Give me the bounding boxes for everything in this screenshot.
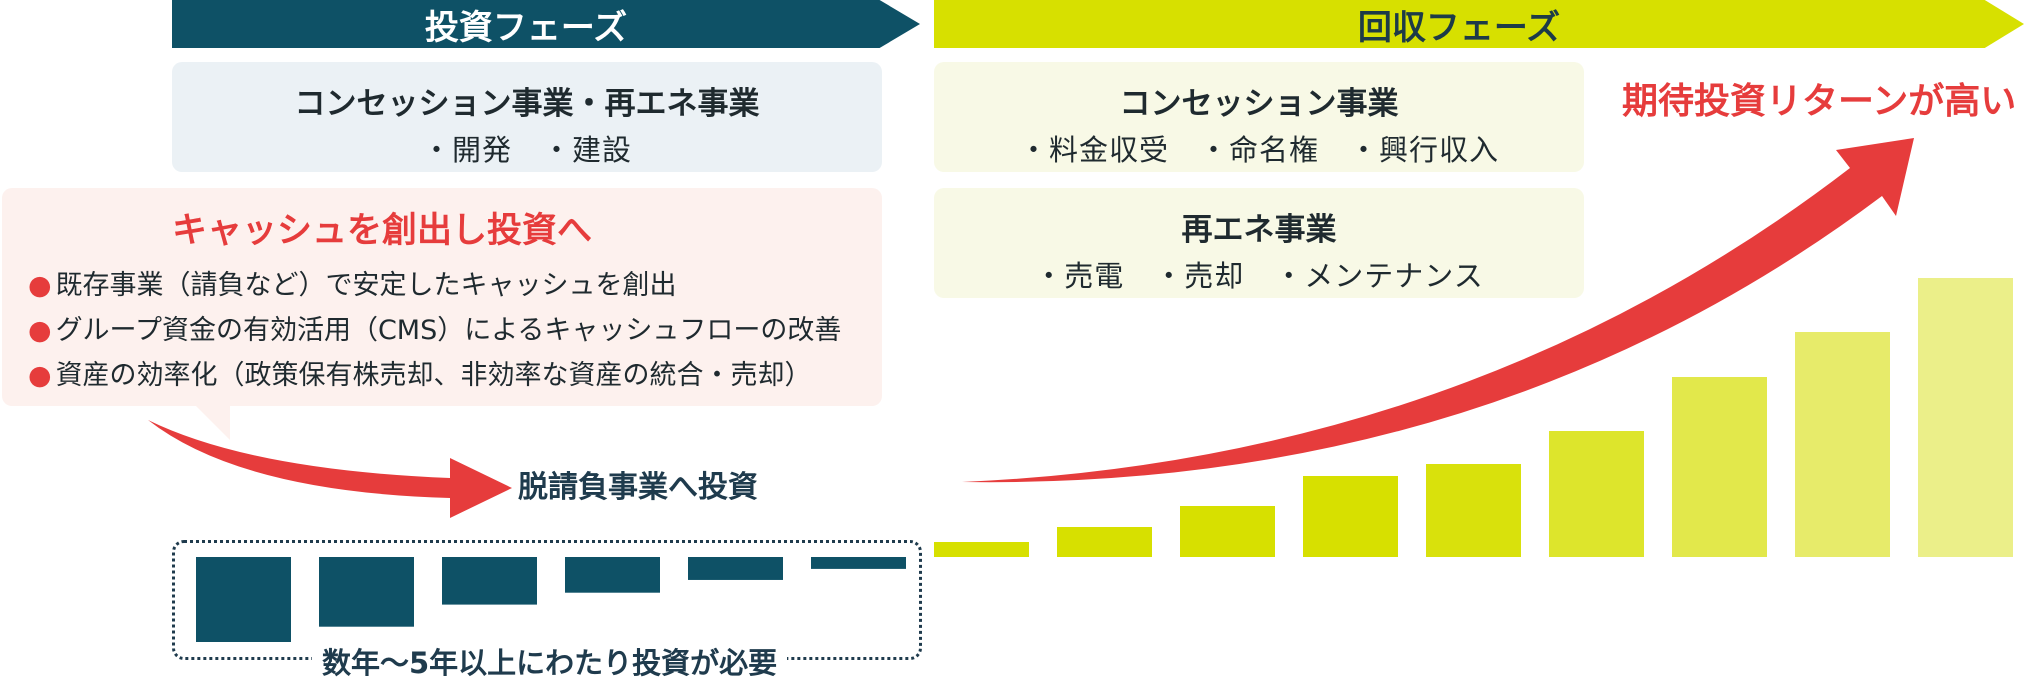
recovery-bar — [1180, 506, 1275, 557]
investment-bar — [319, 557, 414, 627]
cash-box-list: ●既存事業（請負など）で安定したキャッシュを創出 ●グループ資金の有効活用（CM… — [2, 263, 882, 392]
cash-box-title: キャッシュを創出し投資へ — [171, 211, 592, 251]
cash-list-item-text: グループ資金の有効活用（CMS）によるキャッシュフローの改善 — [55, 315, 842, 346]
recovery-bar — [1057, 527, 1152, 557]
recovery-bar — [1795, 332, 1890, 557]
recovery-bar — [1549, 431, 1644, 557]
renewable-box-title: 再エネ事業 — [1181, 212, 1337, 248]
bullet-icon: ● — [28, 360, 52, 391]
concession-box-items: ・料金収受 ・命名権 ・興行収入 — [1018, 133, 1499, 167]
concession-box-title: コンセッション事業 — [1119, 86, 1399, 122]
investment-bar — [196, 557, 291, 642]
cash-list-item-text: 既存事業（請負など）で安定したキャッシュを創出 — [55, 270, 677, 301]
renewable-box-items: ・売電 ・売却 ・メンテナンス — [1034, 259, 1484, 293]
bullet-icon: ● — [28, 315, 52, 346]
investment-bar — [811, 557, 906, 569]
cash-creation-box: キャッシュを創出し投資へ ●既存事業（請負など）で安定したキャッシュを創出 ●グ… — [2, 188, 882, 406]
invest-box-title: コンセッション事業・再エネ事業 — [294, 86, 760, 122]
recovery-bars-group — [934, 278, 2013, 557]
cash-list-item: ●グループ資金の有効活用（CMS）によるキャッシュフローの改善 — [28, 308, 882, 347]
high-return-label: 期待投資リターンが高い — [1622, 81, 2017, 122]
recovery-bar — [1672, 377, 1767, 557]
invest-arrow-label: 脱請負事業へ投資 — [518, 470, 758, 505]
investment-bars-group — [196, 557, 906, 642]
bullet-icon: ● — [28, 270, 52, 301]
invest-phase-box: コンセッション事業・再エネ事業 ・開発 ・建設 — [172, 62, 882, 172]
invest-flow-arrow — [148, 420, 512, 518]
invest-period-label: 数年〜5年以上にわたり投資が必要 — [312, 640, 788, 682]
investment-bar — [688, 557, 783, 580]
investment-bar — [442, 557, 537, 605]
investment-bar — [565, 557, 660, 593]
invest-box-items: ・開発 ・建設 — [421, 133, 632, 167]
return-growth-arrow — [962, 138, 1914, 483]
recovery-bar — [1918, 278, 2013, 557]
recover-phase-banner: 回収フェーズ — [934, 0, 2024, 48]
recovery-bar — [1426, 464, 1521, 557]
invest-phase-label: 投資フェーズ — [424, 7, 628, 48]
cash-list-item-text: 資産の効率化（政策保有株売却、非効率な資産の統合・売却） — [55, 360, 812, 391]
cash-list-item: ●既存事業（請負など）で安定したキャッシュを創出 — [28, 263, 882, 302]
concession-box: コンセッション事業 ・料金収受 ・命名権 ・興行収入 — [934, 62, 1584, 172]
invest-phase-banner: 投資フェーズ — [172, 0, 920, 48]
cash-list-item: ●資産の効率化（政策保有株売却、非効率な資産の統合・売却） — [28, 353, 882, 392]
recover-phase-label: 回収フェーズ — [1357, 7, 1561, 48]
recovery-bar — [934, 542, 1029, 557]
recovery-bar — [1303, 476, 1398, 557]
renewable-box: 再エネ事業 ・売電 ・売却 ・メンテナンス — [934, 188, 1584, 298]
